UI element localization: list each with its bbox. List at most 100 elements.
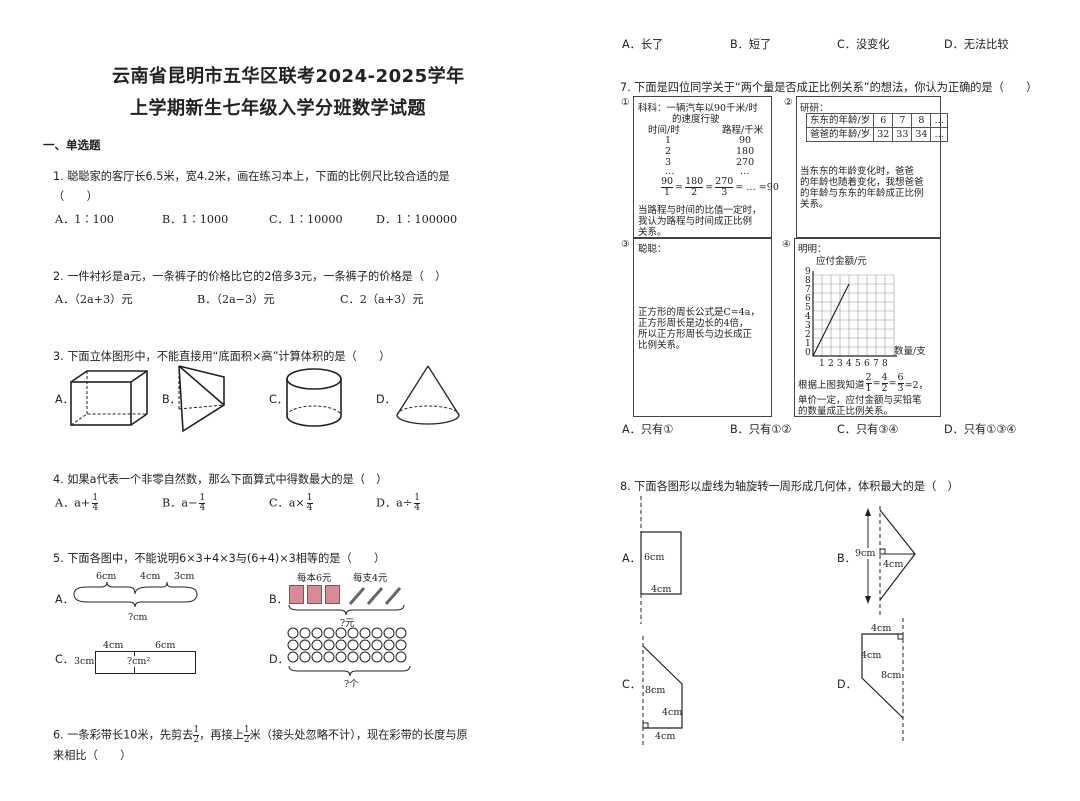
panel-1-col2-header: 路程/千米 <box>722 125 764 136</box>
book-icon <box>289 585 304 604</box>
p1-time-1: 1 <box>665 135 672 146</box>
q4-b-frac-num: 1 <box>199 493 206 504</box>
panel-2 <box>796 96 941 238</box>
panel-4 <box>794 238 941 417</box>
q7-option-d[interactable]: D．只有①③④ <box>944 423 1017 436</box>
q1-option-c[interactable]: C．1∶10000 <box>269 213 343 226</box>
page-title-line1: 云南省昆明市五华区联考2024-2025学年 <box>112 66 465 87</box>
question-6-text-line2: 来相比（ ） <box>53 749 132 762</box>
panel-3-head: 聪聪： <box>638 244 667 255</box>
q6-option-c[interactable]: C．没变化 <box>837 38 890 51</box>
p1-dist-etc: … <box>740 166 750 177</box>
q3-option-d[interactable]: D． <box>376 393 396 406</box>
table-cell: 6 <box>873 113 894 128</box>
q6-option-b[interactable]: B．短了 <box>730 38 772 51</box>
question-4-text: 4. 如果a代表一个非零自然数，那么下面算式中得数最大的是（ ） <box>53 473 388 486</box>
q5c-rectangle <box>95 651 196 674</box>
p1-dist-3: 270 <box>736 157 755 168</box>
q5d-brace <box>288 665 411 677</box>
q5b-bottom-label: ?元 <box>340 618 355 629</box>
p1-dist-1: 90 <box>739 135 752 146</box>
q7-option-c[interactable]: C．只有③④ <box>837 423 899 436</box>
q8-option-c[interactable]: C． <box>622 678 641 691</box>
table-cell: 32 <box>873 127 894 142</box>
q6-option-d[interactable]: D．无法比较 <box>944 38 1009 51</box>
x-tick-label: 3 <box>837 359 843 369</box>
panel-1-conclusion-2: 我认为路程与时间成正比例 <box>638 216 753 227</box>
cuboid-figure <box>70 370 148 426</box>
q5b-label-pen-price: 每支4元 <box>353 573 388 584</box>
table-cell: … <box>930 113 948 128</box>
x-tick-label: 4 <box>846 359 852 369</box>
q7-option-b[interactable]: B．只有①② <box>730 423 792 436</box>
p1-frac1-num: 90 <box>661 176 674 188</box>
question-7-text: 7. 下面是四位同学关于“两个量是否成正比例关系”的想法，你认为正确的是（ ） <box>620 81 1038 94</box>
p1-eq-tail: = … =90 <box>735 182 779 193</box>
q5-option-c[interactable]: C． <box>55 653 74 666</box>
q2-option-b[interactable]: B．（2a−3）元 <box>197 293 275 306</box>
panel-2-table: 东东的年龄/岁 6 7 8 … 爸爸的年龄/岁 32 33 34 … <box>805 113 948 142</box>
q8c-height-label: 8cm <box>645 685 666 696</box>
p4-eq-suffix: =2， <box>904 379 929 391</box>
circle-icon <box>395 627 407 639</box>
q2-option-c[interactable]: C．2（a+3）元 <box>340 293 424 306</box>
price-line <box>812 283 850 357</box>
panel-1-conclusion-3: 关系。 <box>638 227 667 238</box>
circle-icon <box>359 639 371 651</box>
q4-d-frac-num: 1 <box>414 493 420 504</box>
circle-icon <box>383 639 395 651</box>
question-8-text: 8. 下面各图形以虚线为轴旋转一周形成几何体，体积最大的是（ ） <box>620 480 959 493</box>
q3-option-a[interactable]: A． <box>55 393 74 406</box>
circle-icon <box>323 627 335 639</box>
q6-frac2-den: 2 <box>243 735 250 745</box>
q3-option-b[interactable]: B． <box>162 393 181 406</box>
q8-option-a[interactable]: A． <box>622 552 641 565</box>
x-tick-label: 7 <box>873 359 879 369</box>
circle-icon <box>299 651 311 663</box>
x-tick-label: 6 <box>864 359 870 369</box>
question-1-text: 1. 聪聪家的客厅长6.5米，宽4.2米，画在练习本上，下面的比例尺比较合适的是 <box>53 170 450 183</box>
panel-4-x-axis-label: 数量/支 <box>894 346 926 357</box>
p4-frac1-den: 1 <box>865 383 872 394</box>
p4-frac1-num: 2 <box>865 372 872 384</box>
p4-frac3-den: 3 <box>897 383 904 394</box>
q5a-label-4cm: 4cm <box>140 571 161 582</box>
table-row: 东东的年龄/岁 6 7 8 … <box>805 113 948 128</box>
q1-option-d[interactable]: D．1∶100000 <box>376 213 458 226</box>
p4-frac2-den: 2 <box>881 383 888 394</box>
q1-option-b[interactable]: B．1∶1000 <box>162 213 229 226</box>
q3-option-c[interactable]: C． <box>269 393 288 406</box>
circle-icon <box>335 627 347 639</box>
table-cell: 东东的年龄/岁 <box>805 113 875 128</box>
p4-frac2-num: 4 <box>881 372 888 384</box>
q2-option-a[interactable]: A．（2a+3）元 <box>55 293 133 306</box>
q8-option-b[interactable]: B． <box>837 552 856 565</box>
circle-icon <box>287 639 299 651</box>
q8c-bottom-label: 4cm <box>655 731 676 742</box>
y-tick-label: 7 <box>805 285 811 295</box>
panel-2-conclusion-3: 的年龄与东东的年龄成正比例 <box>800 188 924 199</box>
q5-option-d[interactable]: D． <box>269 653 289 666</box>
q8c-figure <box>642 636 683 746</box>
q6-option-a[interactable]: A．长了 <box>622 38 664 51</box>
panel-4-conclusion-2: 单价一定，应付金额与买铅笔 <box>798 395 922 406</box>
q1-option-a[interactable]: A．1∶100 <box>55 213 114 226</box>
circle-icon <box>347 627 359 639</box>
circle-icon <box>299 639 311 651</box>
q5-option-b[interactable]: B． <box>269 593 288 606</box>
circle-icon <box>359 651 371 663</box>
q7-option-a[interactable]: A．只有① <box>622 423 674 436</box>
panel-2-head: 研研： <box>800 103 829 114</box>
q8-option-d[interactable]: D． <box>837 678 857 691</box>
circle-icon <box>335 651 347 663</box>
p1-frac2-num: 180 <box>685 176 704 188</box>
q5-option-a[interactable]: A． <box>55 593 74 606</box>
q4-d-frac-den: 4 <box>414 503 420 513</box>
y-tick-label: 8 <box>805 276 811 286</box>
